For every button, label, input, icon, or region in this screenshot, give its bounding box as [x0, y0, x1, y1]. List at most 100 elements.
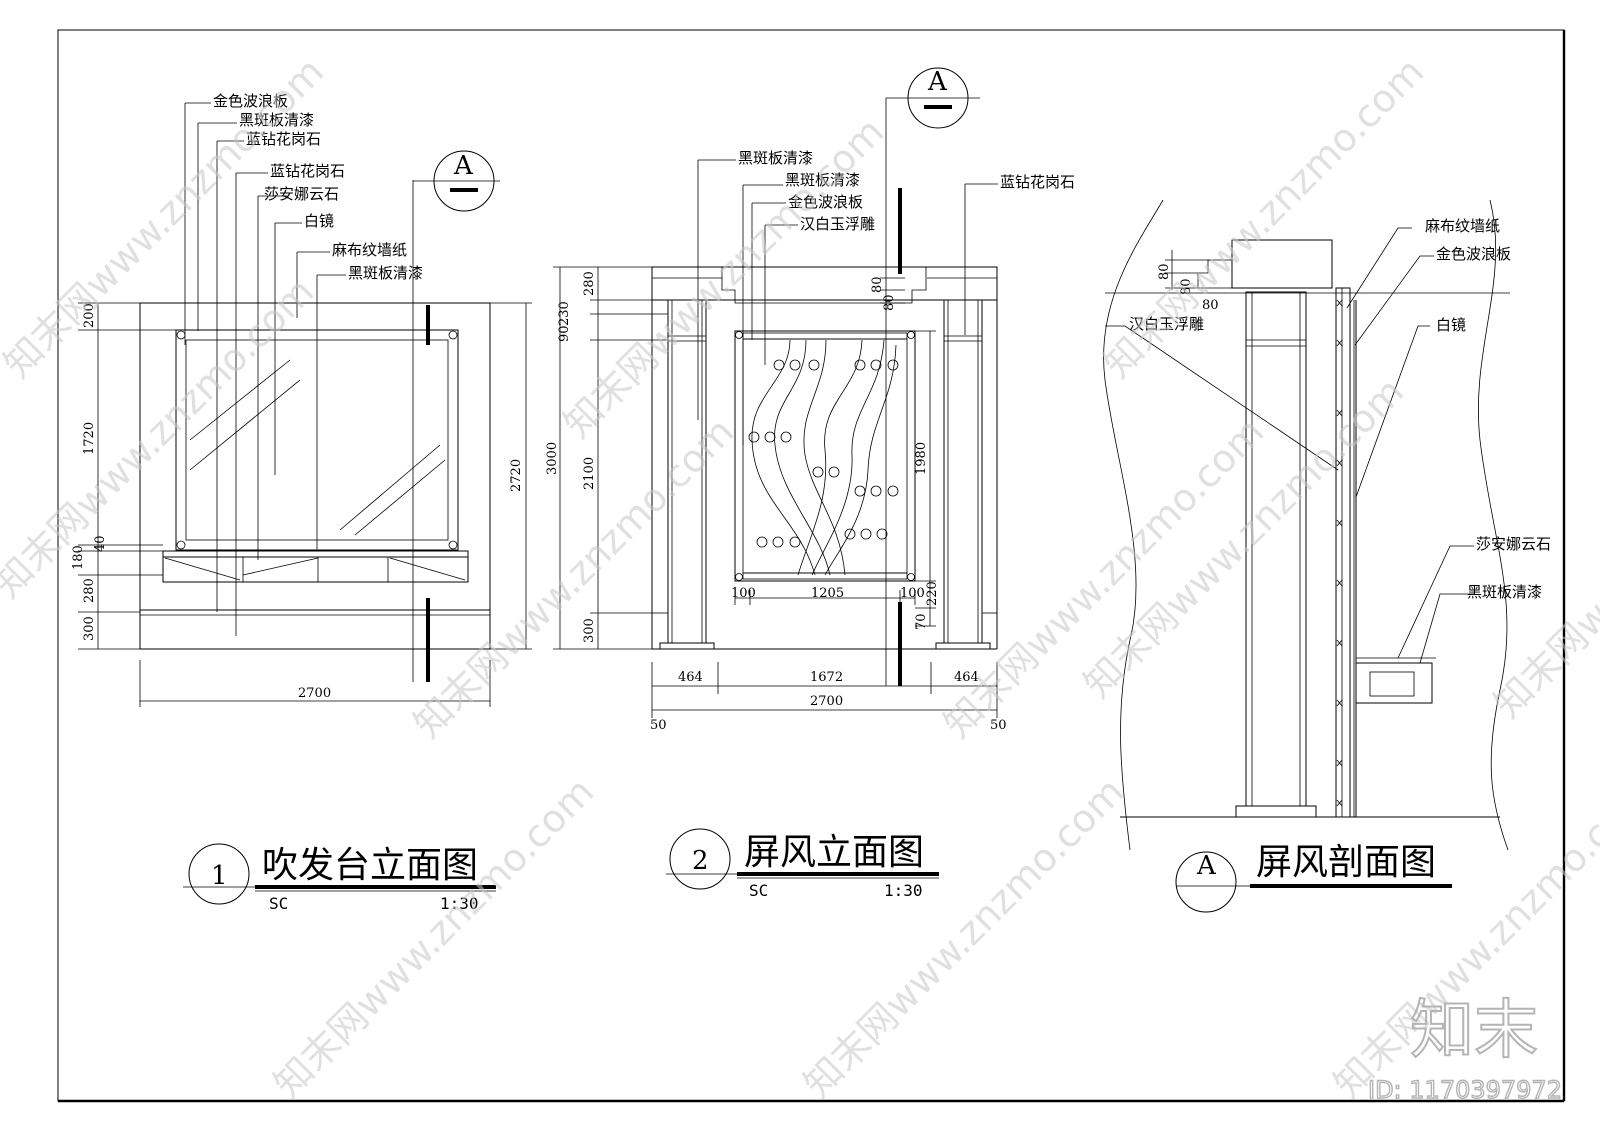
mid-ornament-circle [828, 466, 840, 478]
mid-view-number: 2 [692, 846, 709, 876]
mid-ornament-circle [756, 536, 768, 548]
mid-ornament-circle [773, 359, 785, 371]
section-leader [1397, 545, 1474, 659]
section-label: 白镜 [1436, 316, 1466, 334]
mid-ornament-circle [854, 485, 866, 497]
left-frame-corner-bolt [448, 330, 458, 340]
mid-label: 黑斑板清漆 [785, 171, 860, 189]
mid-ornament-circle [887, 359, 899, 371]
section-beam-profile [1197, 259, 1232, 289]
left-label: 黑斑板清漆 [239, 111, 314, 129]
mid-dim-text: 1672 [810, 670, 843, 685]
left-dim-text: 200 [82, 303, 97, 328]
mid-dim-text: 70 [914, 613, 929, 630]
mid-frame-corner-bolt [735, 573, 743, 581]
mid-dim-text: 464 [678, 670, 703, 685]
mid-dim-text: 80 [870, 276, 885, 293]
mid-view-title: 屏风立面图 [744, 832, 924, 873]
mid-screen-bottom-rail [742, 572, 908, 580]
section-cross-mark [1336, 699, 1343, 707]
left-view-scale: 1:30 [440, 894, 479, 913]
mid-ornament-circle [870, 359, 882, 371]
mid-ornament-circle [844, 528, 856, 540]
watermark-id: ID: 1170397972 [1368, 1076, 1562, 1104]
section-cross-mark [1336, 579, 1343, 587]
section-cross-mark [1336, 459, 1343, 467]
section-cross-mark [1336, 759, 1343, 767]
section-leader [1355, 325, 1430, 498]
mid-wave-line [811, 339, 885, 576]
left-dim-text: 300 [82, 616, 97, 641]
section-label: 金色波浪板 [1436, 245, 1511, 263]
mid-wave-line [824, 344, 897, 576]
section-cross-mark [1336, 639, 1343, 647]
mid-ornament-circle [808, 359, 820, 371]
mid-ornament-circle [860, 528, 872, 540]
mid-dim-text: 300 [582, 618, 597, 643]
mirror-reflection-line [189, 379, 301, 471]
mid-view-scale: 1:30 [884, 881, 923, 900]
mid-dim-text: 3000 [545, 442, 560, 475]
left-label: 白镜 [304, 212, 334, 230]
left-dim-text: 1720 [82, 422, 97, 455]
mid-ornament-circle [789, 359, 801, 371]
section-counter-inner [1369, 671, 1415, 697]
left-view-title: 吹发台立面图 [262, 845, 478, 886]
mid-wave-line [774, 339, 831, 576]
mid-ornament-circle [748, 431, 760, 443]
section-dim-text: 80 [1157, 263, 1172, 280]
mid-dim-text: 280 [582, 271, 597, 296]
mid-label: 金色波浪板 [788, 193, 863, 211]
mid-dim-text: 50 [990, 718, 1007, 733]
section-break-line [1103, 199, 1164, 851]
section-dim-text: 80 [1202, 298, 1219, 313]
left-frame-corner-bolt [176, 330, 186, 340]
section-cross-mark [1336, 339, 1343, 347]
mid-frame-corner-bolt [907, 331, 915, 339]
mid-wave-line [751, 339, 816, 576]
section-cross-mark [1336, 799, 1343, 807]
mirror-reflection-line [189, 359, 291, 441]
left-view-number: 1 [211, 861, 228, 891]
section-wall-layer [1335, 287, 1351, 818]
left-label: 蓝钻花岗石 [246, 130, 321, 148]
mid-dim-text: 90 [557, 325, 572, 342]
mid-screen-top-rail [742, 332, 908, 340]
mid-ornament-circle [876, 528, 888, 540]
left-label: 黑斑板清漆 [348, 264, 423, 282]
section-marker-letter: A [1196, 851, 1217, 881]
mid-top-beam [651, 266, 998, 301]
section-cross-mark [1336, 519, 1343, 527]
section-wall-cross-marks [1336, 299, 1343, 807]
watermark-logo: 知末 [1410, 994, 1538, 1068]
mid-label: 蓝钻花岗石 [1000, 173, 1075, 191]
left-label: 莎安娜云石 [264, 185, 339, 203]
left-dim-text: 40 [93, 535, 108, 552]
left-section-marker-letter: A [453, 151, 474, 181]
left-counter-hatch [242, 557, 319, 576]
mid-dim-text: 464 [954, 670, 979, 685]
mid-view-code: SC [749, 881, 768, 900]
section-label: 汉白玉浮雕 [1129, 315, 1204, 333]
watermark-text: 知末网www.znzmo.com [795, 769, 1132, 1106]
left-wall-outline [139, 302, 491, 650]
section-beam [1231, 239, 1333, 289]
left-label: 金色波浪板 [213, 92, 288, 110]
section-break-line [1477, 199, 1509, 851]
watermark-text: 知末网www.znzmo.com [1095, 49, 1432, 386]
mid-frame-corner-bolt [907, 573, 915, 581]
left-label: 蓝钻花岗石 [270, 162, 345, 180]
section-label: 莎安娜云石 [1476, 535, 1551, 553]
mid-dim-text: 1205 [811, 586, 844, 601]
left-counter-hatch [389, 557, 466, 581]
left-frame-corner-bolt [176, 540, 186, 550]
mid-label: 汉白玉浮雕 [800, 215, 875, 233]
mid-dim-text: 230 [557, 301, 572, 326]
left-dim-text: 280 [82, 578, 97, 603]
mid-dim-text: 2100 [582, 457, 597, 490]
mid-ornament-circle [772, 536, 784, 548]
section-leader [1346, 227, 1412, 309]
section-label: 黑斑板清漆 [1467, 583, 1542, 601]
left-counter-top [162, 550, 469, 558]
